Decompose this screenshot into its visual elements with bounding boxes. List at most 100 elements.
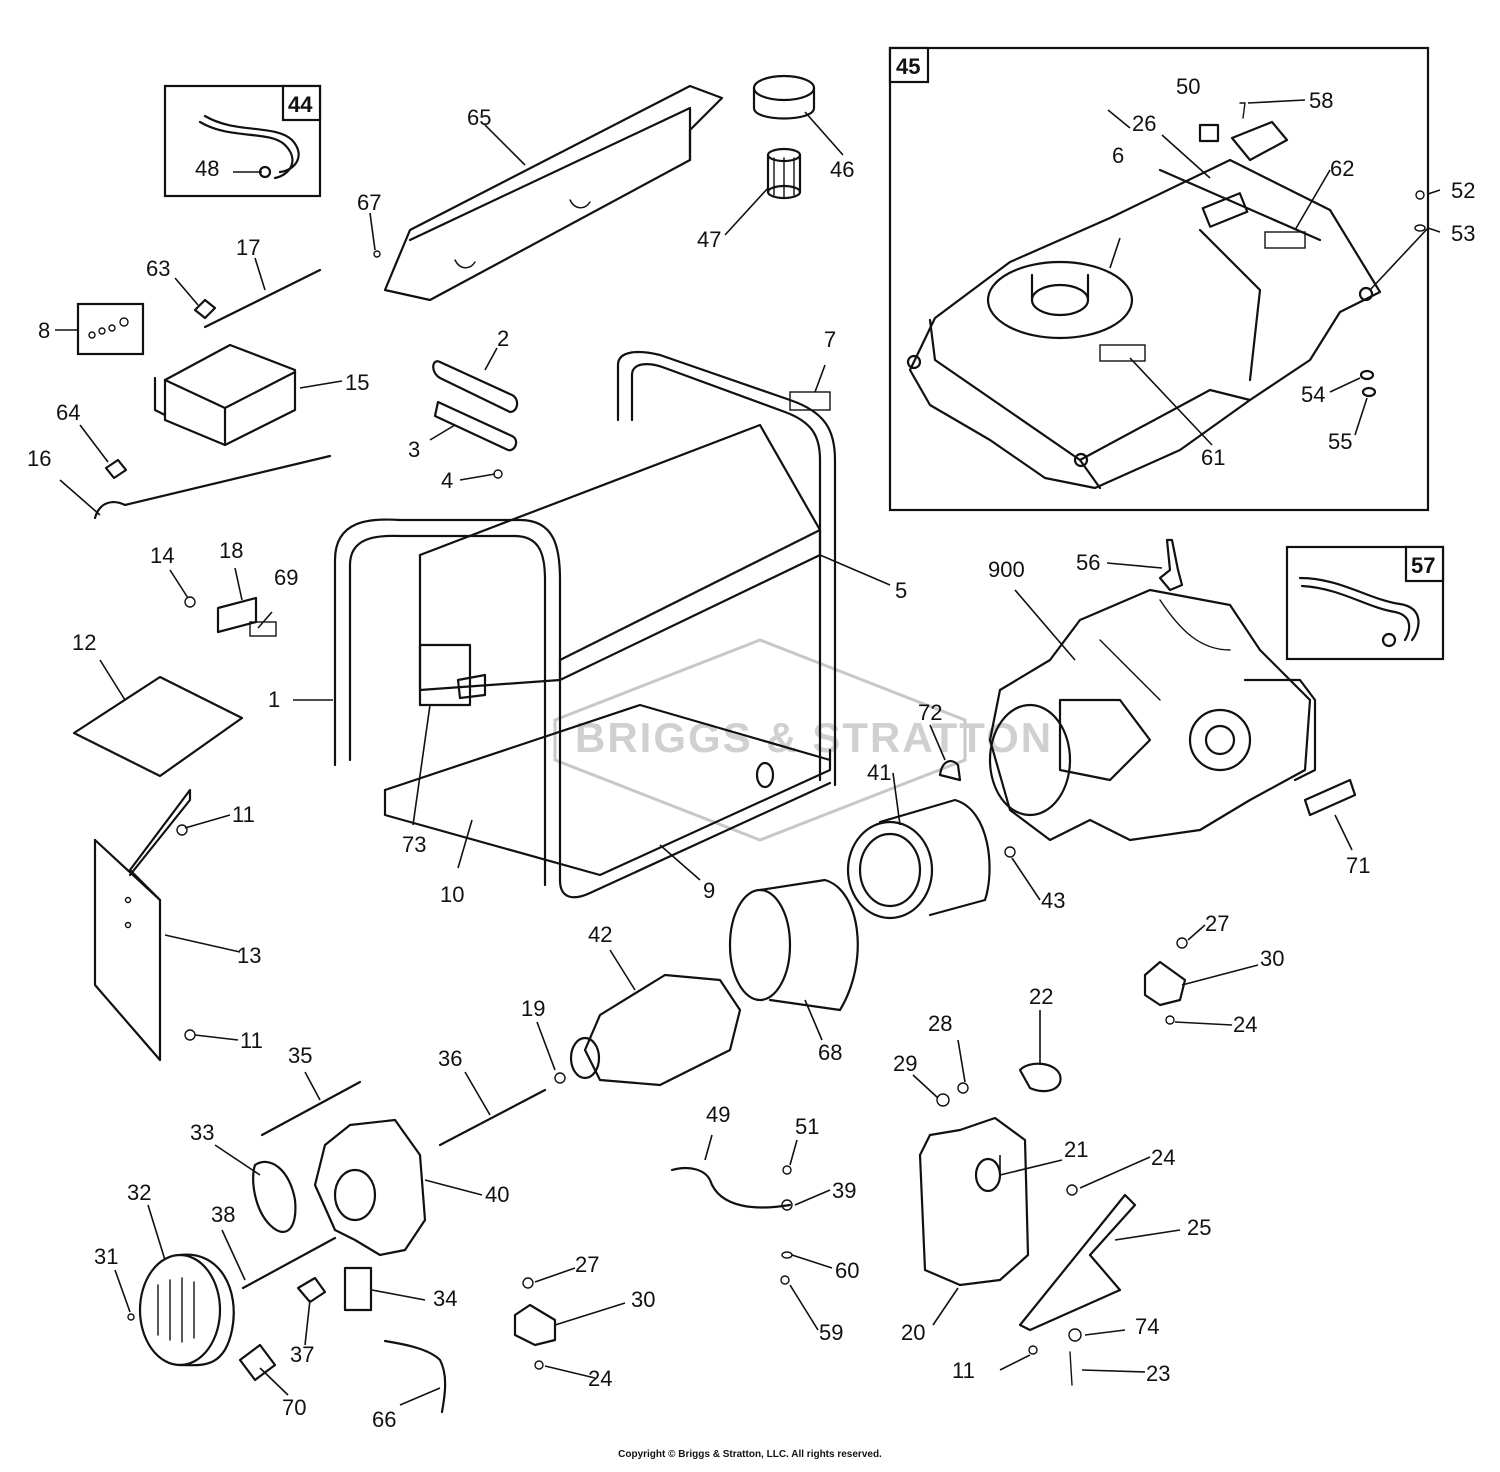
watermark-text: BRIGGS & STRATTON	[575, 714, 1053, 761]
callout-3: 3	[408, 437, 420, 462]
callout-70: 70	[282, 1395, 306, 1420]
cap-72	[938, 760, 962, 782]
panel-cover	[383, 84, 724, 302]
callout-8: 8	[38, 318, 50, 343]
callout-63: 63	[146, 256, 170, 281]
gasket-22	[1018, 1062, 1062, 1093]
terminal-34	[343, 1266, 373, 1312]
callout-4: 4	[441, 468, 453, 493]
callout-46: 46	[830, 157, 854, 182]
callout-20: 20	[901, 1320, 925, 1345]
callout-18: 18	[219, 538, 243, 563]
callout-64: 64	[56, 400, 80, 425]
callout-73: 73	[402, 832, 426, 857]
callout-12: 12	[72, 630, 96, 655]
plate-12	[72, 675, 244, 778]
label-7	[789, 391, 831, 411]
callout-66: 66	[372, 1407, 396, 1432]
callout-5: 5	[895, 578, 907, 603]
callout-39: 39	[832, 1178, 856, 1203]
callout-24-a: 24	[1151, 1145, 1175, 1170]
rod-35	[260, 1080, 362, 1137]
callout-37: 37	[290, 1342, 314, 1367]
end-bell	[313, 1118, 427, 1257]
kit-box-45	[888, 46, 1430, 512]
copyright-notice: Copyright © Briggs & Stratton, LLC. All …	[618, 1449, 882, 1460]
callout-71: 71	[1346, 853, 1370, 878]
switch-37	[296, 1276, 327, 1304]
callout-16: 16	[27, 446, 51, 471]
callout-7: 7	[824, 327, 836, 352]
callout-40: 40	[485, 1182, 509, 1207]
callout-26: 26	[1132, 111, 1156, 136]
callout-48: 48	[195, 156, 219, 181]
callout-72: 72	[918, 700, 942, 725]
callout-labels: 1 2 3 4 5 6 7 8 9 10 11 11 11 12 13 14 1…	[27, 54, 1475, 1432]
callout-17: 17	[236, 235, 260, 260]
callout-10: 10	[440, 882, 464, 907]
callout-24-b: 24	[1233, 1012, 1257, 1037]
callout-25: 25	[1187, 1215, 1211, 1240]
fuel-valve	[1158, 538, 1184, 592]
callout-32: 32	[127, 1180, 151, 1205]
rotor	[569, 973, 742, 1087]
callout-19: 19	[521, 996, 545, 1021]
plug-70	[238, 1343, 277, 1382]
callout-11-c: 11	[952, 1358, 975, 1383]
callout-42: 42	[588, 922, 612, 947]
callout-52: 52	[1451, 178, 1475, 203]
tank-cap-plate	[1198, 120, 1289, 162]
callout-59: 59	[819, 1320, 843, 1345]
callout-9: 9	[703, 878, 715, 903]
callout-47: 47	[697, 227, 721, 252]
callout-51: 51	[795, 1114, 819, 1139]
connector-64	[104, 458, 128, 480]
fuel-cap	[752, 74, 816, 200]
callout-11-b: 11	[240, 1028, 263, 1053]
callout-65: 65	[467, 105, 491, 130]
callout-13: 13	[237, 943, 261, 968]
bracket-25	[1018, 1193, 1137, 1332]
cover-33	[252, 1160, 297, 1233]
callout-31: 31	[94, 1244, 118, 1269]
callout-43: 43	[1041, 888, 1065, 913]
mount-30b	[513, 1303, 557, 1347]
callout-900: 900	[988, 557, 1025, 582]
callout-2: 2	[497, 326, 509, 351]
callout-34: 34	[433, 1286, 457, 1311]
callout-74: 74	[1135, 1314, 1159, 1339]
callout-23: 23	[1146, 1361, 1170, 1386]
stator	[846, 798, 991, 920]
engine	[988, 588, 1317, 842]
frame	[333, 350, 837, 899]
callout-30-a: 30	[1260, 946, 1284, 971]
leader-lines	[55, 99, 1441, 1406]
callout-61: 61	[1201, 445, 1225, 470]
callout-30-b: 30	[631, 1287, 655, 1312]
callout-67: 67	[357, 190, 381, 215]
brand-watermark: BRIGGS & STRATTON	[553, 638, 1053, 842]
spring-71	[1303, 778, 1357, 817]
callout-55: 55	[1328, 429, 1352, 454]
rod-17	[203, 268, 322, 329]
rod-16	[93, 454, 332, 520]
callout-28: 28	[928, 1011, 952, 1036]
muffler	[918, 1116, 1030, 1287]
callout-35: 35	[288, 1043, 312, 1068]
kit-box-44	[163, 84, 322, 198]
callout-14: 14	[150, 543, 174, 568]
handle-grip	[432, 360, 519, 452]
kit-label-57: 57	[1411, 553, 1435, 578]
callout-27-b: 27	[575, 1252, 599, 1277]
callout-50: 50	[1176, 74, 1200, 99]
callout-15: 15	[345, 370, 369, 395]
frame-bracket	[418, 643, 487, 707]
callout-21: 21	[1064, 1137, 1088, 1162]
end-cover	[138, 1253, 235, 1367]
callout-68: 68	[818, 1040, 842, 1065]
kit-label-44: 44	[288, 92, 313, 117]
callout-27-a: 27	[1205, 911, 1229, 936]
callout-58: 58	[1309, 88, 1333, 113]
